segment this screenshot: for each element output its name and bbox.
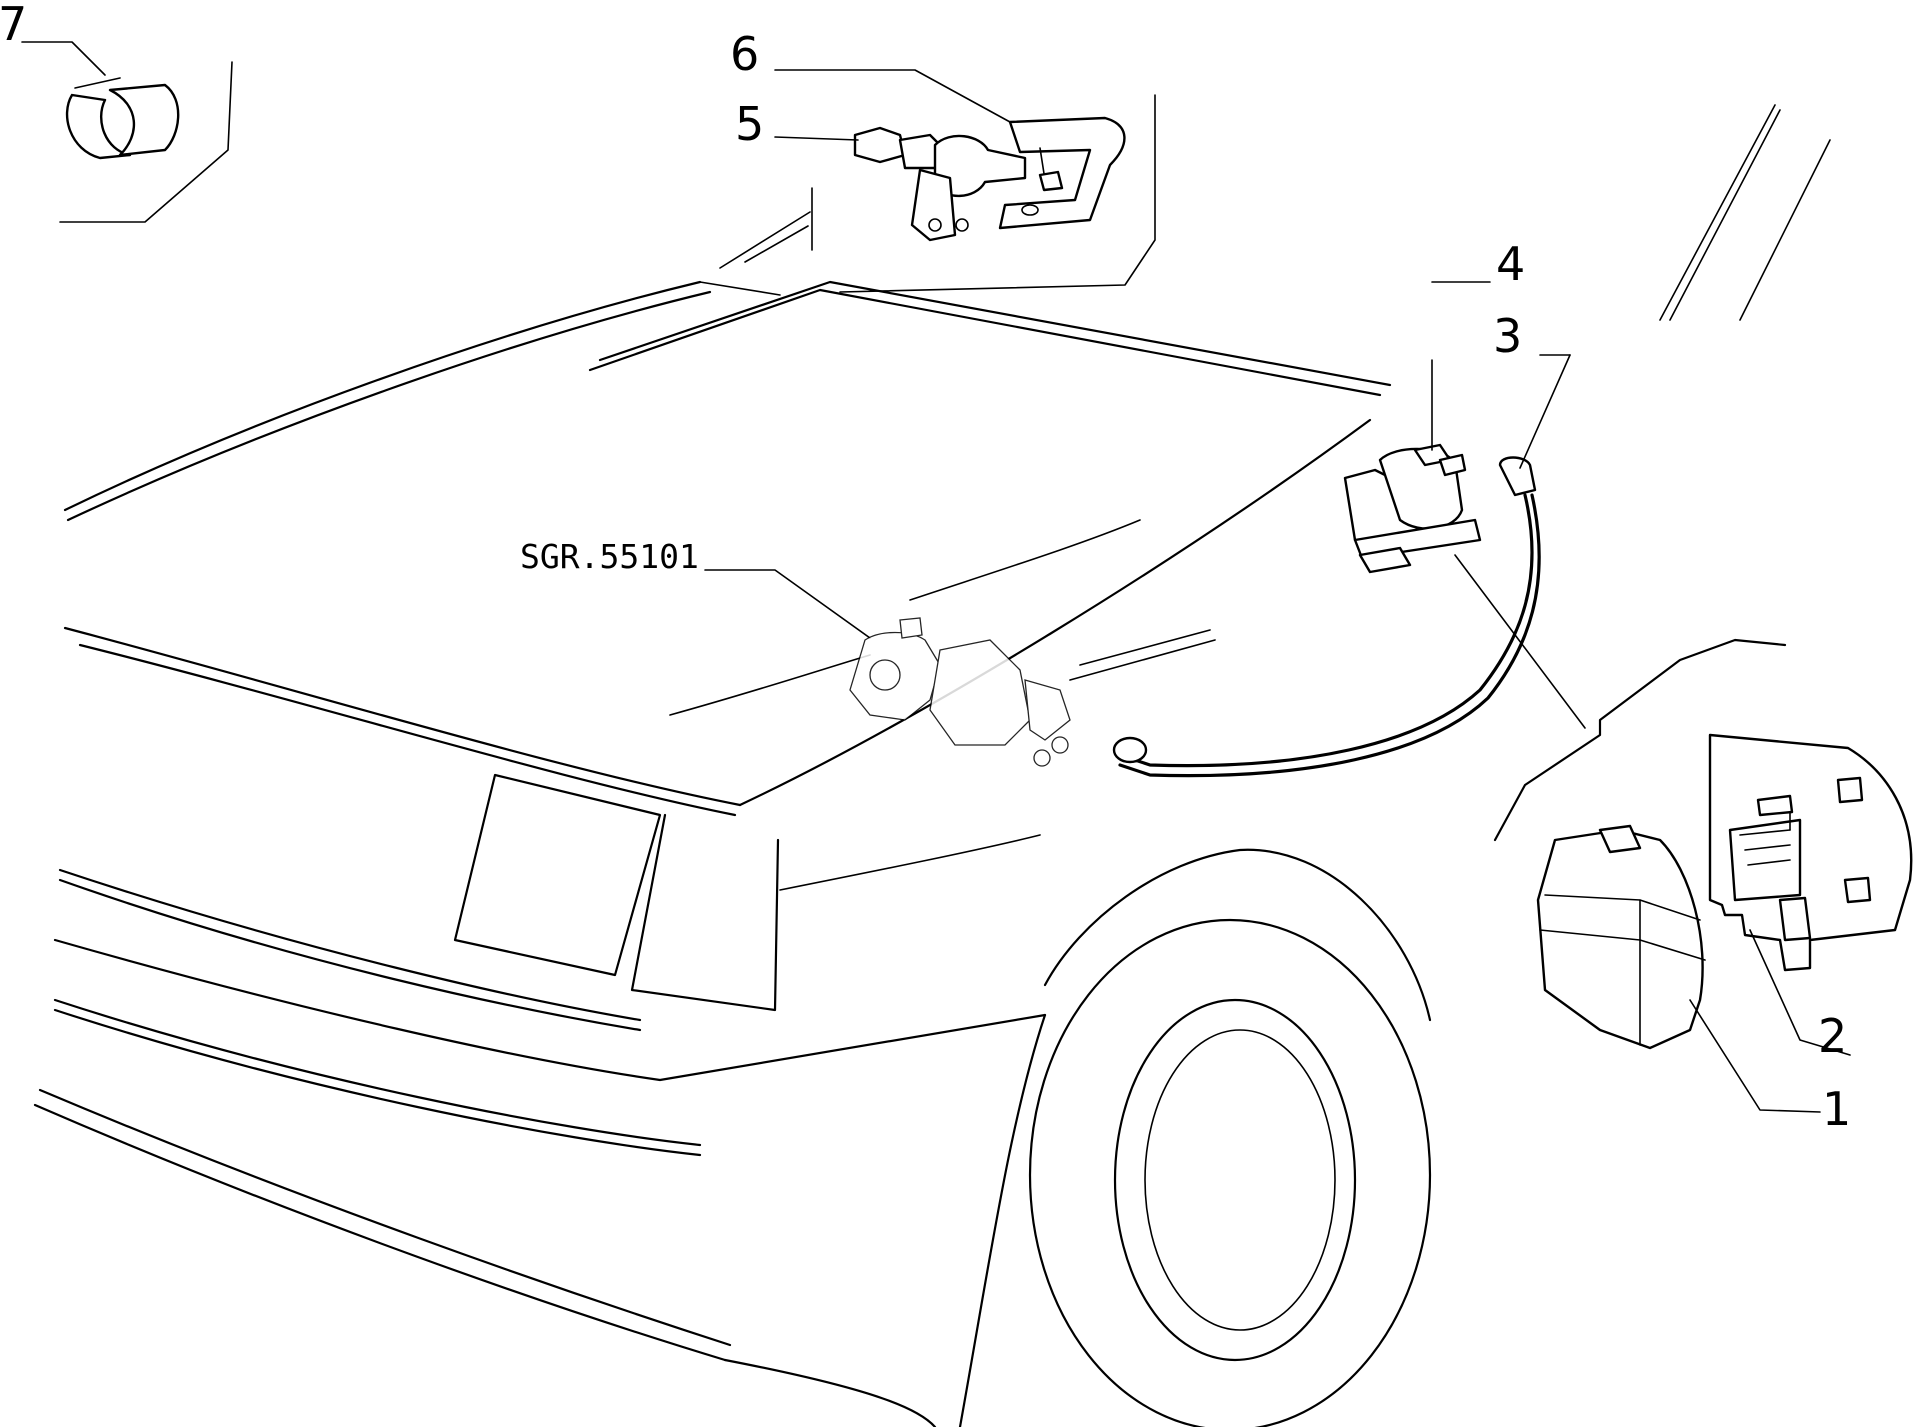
part-2-bracket — [1708, 733, 1913, 1056]
part-5-sensor — [774, 126, 1027, 242]
callout-7: 7 — [0, 0, 27, 51]
callout-labels: 1 2 3 4 5 6 7 SGR.55101 — [0, 0, 1851, 1136]
leader-part-4 — [1454, 554, 1586, 729]
part-3-tube — [1112, 354, 1571, 778]
reference-part-ghost — [849, 617, 1071, 767]
ref-leader — [704, 569, 871, 639]
pillar-detail-lines — [1659, 104, 1831, 321]
part-7-hose-clamp — [21, 41, 233, 223]
callout-5: 5 — [735, 97, 764, 151]
callout-3: 3 — [1493, 309, 1522, 363]
part-4-actuator — [1343, 281, 1491, 574]
callout-6: 6 — [730, 27, 759, 81]
car-body-outline — [33, 211, 1432, 1427]
part-6-bracket — [774, 69, 1126, 230]
wheel — [1028, 918, 1432, 1427]
reference-label: SGR.55101 — [520, 537, 699, 576]
frame-parts-1-2 — [1493, 638, 1787, 842]
callout-4: 4 — [1496, 237, 1525, 291]
callout-1: 1 — [1822, 1082, 1851, 1136]
callout-2: 2 — [1818, 1009, 1847, 1063]
frame-parts-5-6 — [811, 94, 1156, 293]
part-1-reservoir — [1536, 824, 1821, 1113]
